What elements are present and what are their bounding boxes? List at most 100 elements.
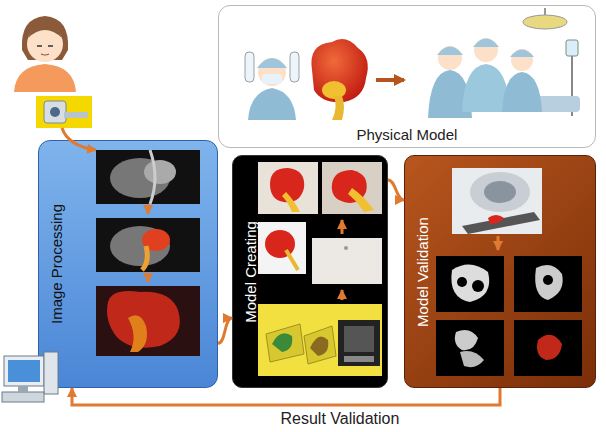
mri-slice	[96, 150, 200, 204]
computer-icon-part	[4, 356, 44, 386]
flow-connector	[218, 318, 232, 343]
printed-part	[258, 222, 306, 274]
ct-slices-part	[514, 320, 582, 376]
surgeon-figure-part	[245, 52, 254, 82]
surgeon-figure-part	[290, 52, 299, 82]
segmented-slice-part	[110, 226, 170, 266]
segmented-slice-part	[96, 218, 200, 272]
slicer-screen-part	[338, 320, 380, 366]
surgeon-figure-part	[248, 88, 296, 120]
ct-slices-part	[537, 335, 562, 360]
physical-model-photo-part	[332, 96, 344, 120]
panel-title: Physical Model	[357, 126, 458, 144]
computer-icon-part	[44, 352, 58, 394]
print-photo-part	[348, 188, 374, 212]
ct-scanner-photo-part	[462, 212, 540, 234]
ct-slices-part	[514, 256, 582, 312]
slicer-screen-part	[304, 326, 336, 364]
support-cube-part	[312, 238, 382, 284]
surgeon-figure-part	[258, 58, 286, 86]
ct-slices	[436, 256, 582, 376]
ct-slices-part	[535, 265, 563, 300]
print-photo-part	[270, 168, 304, 202]
flow-connector	[72, 388, 500, 405]
flow-arrow	[376, 78, 404, 82]
operating-scene-part	[502, 72, 542, 112]
ct-scanner-photo-part	[488, 215, 504, 224]
physical-model-photo-part	[322, 81, 346, 99]
ct-slices-part	[457, 277, 467, 287]
print-photo-part	[258, 162, 318, 214]
scanner-icon-part	[50, 107, 60, 117]
physical-model-photo	[311, 39, 367, 120]
operating-scene-part	[474, 38, 498, 62]
3d-render-part	[107, 291, 180, 348]
operating-scene-part	[462, 64, 510, 112]
3d-render-part	[128, 315, 147, 352]
computer-icon-part	[18, 386, 28, 392]
print-photo-part	[282, 192, 300, 212]
slicer-screen	[258, 304, 382, 376]
operating-scene	[428, 8, 580, 118]
ct-slices-part	[436, 256, 504, 312]
operating-scene-part	[523, 15, 567, 29]
support-cube-part	[344, 246, 348, 250]
panel-title: Model Creating	[242, 221, 260, 323]
support-cube	[312, 238, 382, 284]
scanner-icon-part	[64, 112, 88, 118]
mri-slice-part	[96, 150, 200, 204]
patient-figure	[14, 16, 76, 92]
operating-scene-part	[428, 70, 472, 118]
operating-scene-part	[566, 40, 578, 56]
slicer-screen-part	[344, 356, 374, 362]
edge-label: Result Validation	[278, 410, 403, 428]
patient-figure-part	[27, 26, 63, 62]
scanner-icon	[36, 96, 92, 128]
print-photo-part	[322, 162, 382, 214]
computer-icon-part	[8, 360, 40, 382]
panel-title: Model Validation	[414, 217, 432, 327]
flow-connector	[388, 180, 404, 200]
scan-arrow	[62, 128, 96, 150]
operating-scene-part	[473, 39, 499, 48]
patient-figure-part	[14, 64, 76, 92]
step-arrow	[147, 206, 150, 214]
surgeon-figure-part	[257, 58, 287, 68]
3d-render	[96, 286, 200, 356]
physical-model-photo-part	[311, 39, 367, 102]
operating-scene-part	[544, 8, 546, 15]
print-photo-part	[332, 170, 367, 203]
ct-slices-part	[543, 275, 553, 285]
patient-figure-part	[37, 45, 53, 47]
operating-scene-part	[437, 47, 463, 56]
step-arrow	[341, 220, 344, 234]
mri-slice-part	[150, 150, 155, 204]
ct-scanner-photo-part	[484, 181, 516, 203]
model-creating-panel: Model Creating	[232, 155, 388, 388]
surgeon-figure	[245, 52, 299, 120]
panel-title: Image Processing	[48, 204, 66, 324]
patient-figure-part	[41, 54, 49, 55]
scanner-icon-part	[44, 101, 66, 123]
ct-slices-part	[472, 280, 484, 292]
step-arrow	[147, 274, 150, 282]
slicer-screen-part	[344, 326, 374, 352]
slicer-screen-part	[266, 324, 304, 362]
ct-slices-part	[455, 330, 478, 350]
step-arrow	[497, 236, 500, 250]
scanner-icon-part	[36, 96, 92, 128]
ct-slices-part	[451, 264, 489, 302]
mri-slice-part	[144, 160, 176, 184]
operating-scene-part	[438, 46, 462, 70]
segmented-slice-part	[142, 229, 170, 251]
printed-part-part	[258, 222, 306, 274]
operating-scene-part	[430, 96, 580, 112]
3d-render-part	[96, 286, 200, 356]
ct-scanner-photo-part	[470, 172, 530, 212]
ct-slices-part	[436, 320, 504, 376]
slicer-screen-part	[310, 336, 328, 356]
surgeon-figure-part	[262, 74, 282, 84]
step-arrow	[341, 290, 344, 300]
